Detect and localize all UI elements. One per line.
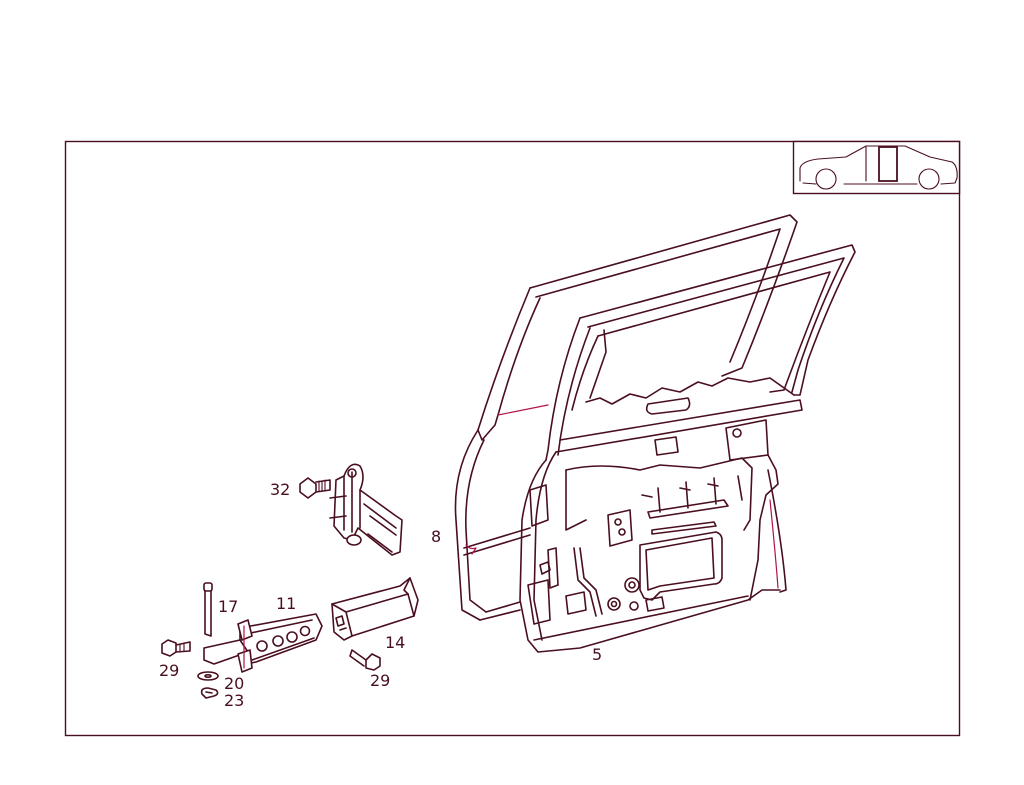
door-shell-5 (519, 244, 856, 653)
callout-5: 5 (592, 645, 602, 664)
callout-17: 17 (218, 597, 238, 616)
callout-11: 11 (276, 594, 296, 613)
bolt-29-right (349, 649, 381, 671)
washer-20 (197, 671, 219, 681)
hinge-32 (329, 463, 403, 556)
hinge-11 (203, 613, 323, 673)
car-locator-inset (792, 140, 961, 195)
callout-8: 8 (431, 527, 441, 546)
door-seal-8 (454, 214, 798, 621)
bolt-32 (299, 477, 331, 499)
callout-20: 20 (224, 674, 244, 693)
callout-14: 14 (385, 633, 405, 652)
diagram-border (64, 140, 961, 737)
callout-29-right: 29 (370, 671, 390, 690)
bolt-29-left (161, 639, 191, 657)
door-check-14 (331, 577, 419, 641)
callout-29-left: 29 (159, 661, 179, 680)
pin-17 (203, 582, 213, 637)
callout-32: 32 (270, 480, 290, 499)
clip-23 (200, 687, 219, 699)
callout-23: 23 (224, 691, 244, 710)
